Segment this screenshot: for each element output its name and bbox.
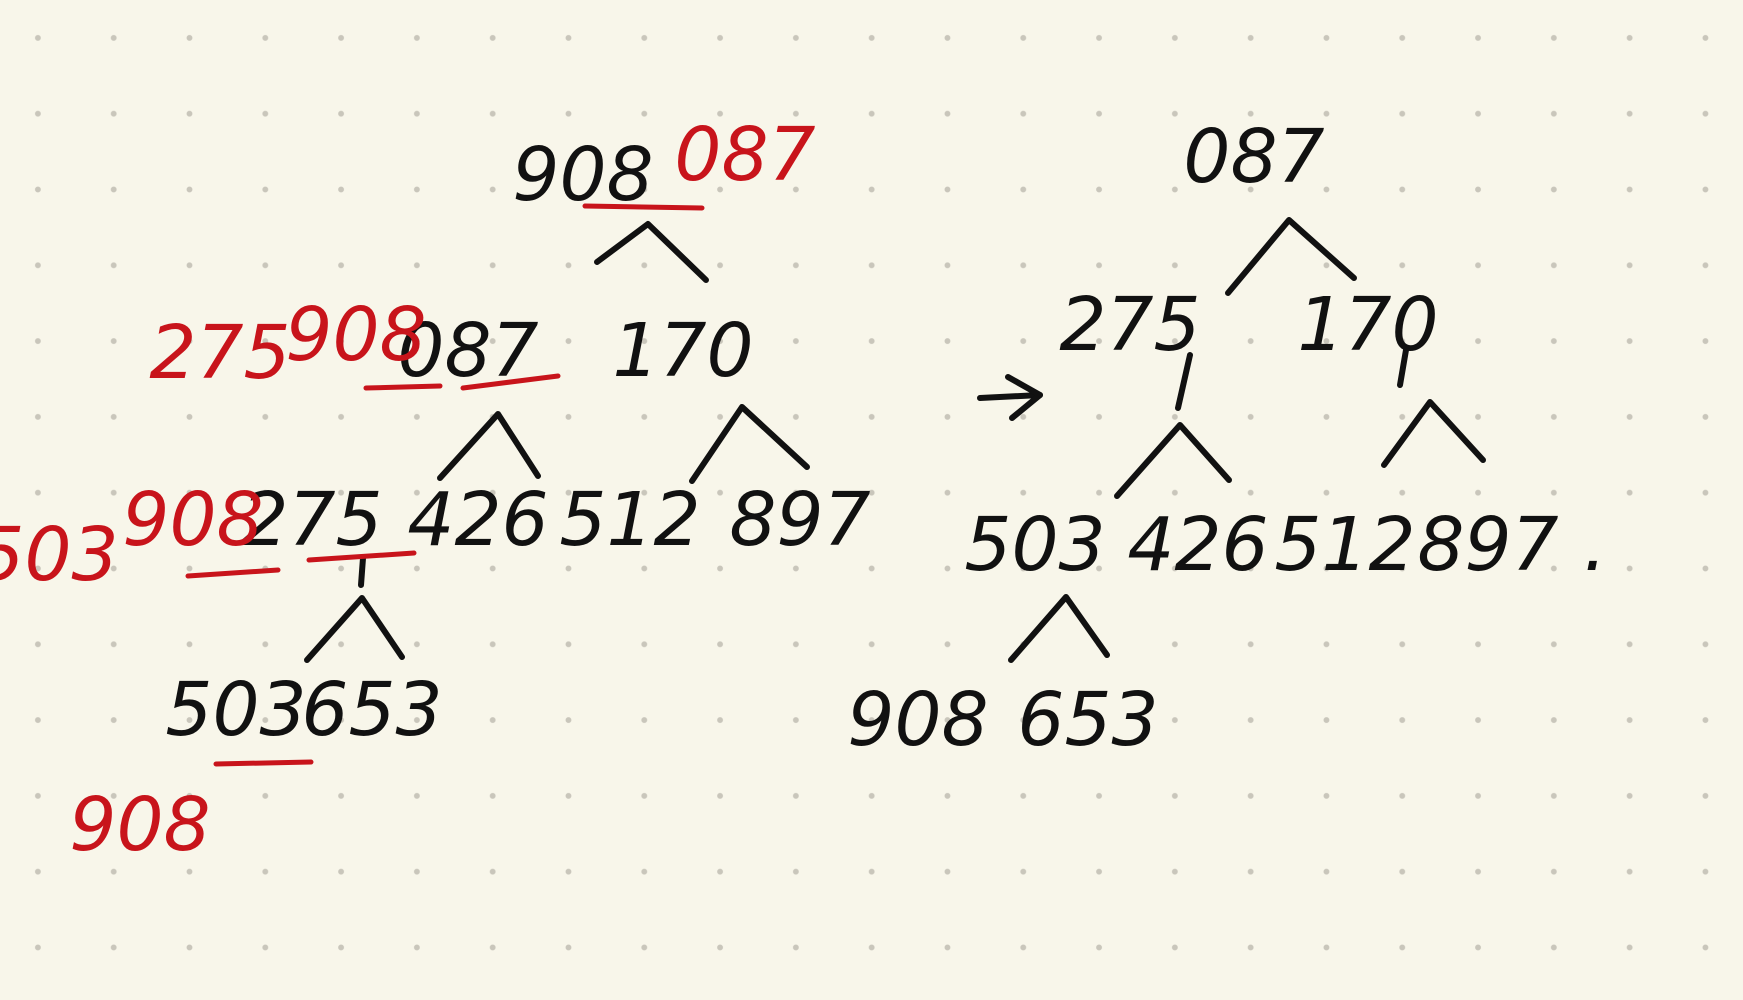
right-edge-root bbox=[1225, 217, 1357, 296]
left-node-root: 908 bbox=[512, 132, 653, 218]
left-node-897: 897 bbox=[729, 477, 870, 563]
annotation-l1-swap-275: 275 bbox=[149, 310, 290, 396]
right-node-512: 512 bbox=[1274, 502, 1415, 588]
left-tree: 908 087 170 275 426 512 897 503 653 087 … bbox=[0, 112, 871, 868]
right-node-653: 653 bbox=[1017, 677, 1158, 763]
left-node-653: 653 bbox=[301, 667, 442, 753]
left-node-503: 503 bbox=[165, 667, 306, 753]
right-node-275: 275 bbox=[1059, 282, 1200, 368]
underline-908-l2 bbox=[185, 567, 281, 579]
annotation-l2-swap-908: 908 bbox=[122, 477, 263, 563]
right-trailing-mark: . bbox=[1583, 502, 1607, 588]
left-edge-root bbox=[594, 221, 709, 283]
left-node-170: 170 bbox=[612, 308, 753, 394]
left-node-512: 512 bbox=[559, 477, 700, 563]
underline-275 bbox=[306, 550, 417, 563]
left-node-275: 275 bbox=[241, 477, 382, 563]
right-node-426: 426 bbox=[1127, 502, 1268, 588]
left-node-426: 426 bbox=[407, 477, 548, 563]
right-stem-170 bbox=[1397, 347, 1409, 388]
right-node-root: 087 bbox=[1183, 114, 1324, 200]
right-node-897: 897 bbox=[1417, 502, 1558, 588]
underline-087 bbox=[460, 373, 561, 391]
right-edge-275 bbox=[1114, 422, 1232, 499]
right-stem-275 bbox=[1175, 352, 1193, 411]
right-node-503: 503 bbox=[964, 502, 1105, 588]
annotation-root-swap: 087 bbox=[674, 112, 815, 198]
underline-root bbox=[582, 203, 705, 211]
underline-503 bbox=[213, 759, 314, 767]
left-edge-275 bbox=[304, 595, 405, 663]
underline-908-l1 bbox=[363, 383, 443, 391]
right-tree: 087 275 170 503 426 512 897 . 908 653 bbox=[847, 114, 1606, 763]
annotation-l3-swap-908: 908 bbox=[69, 782, 210, 868]
right-node-908: 908 bbox=[847, 677, 988, 763]
annotation-l1-swap-908: 908 bbox=[285, 292, 426, 378]
annotation-l2-swap-503: 503 bbox=[0, 512, 119, 598]
right-edge-503 bbox=[1008, 594, 1110, 663]
right-edge-170 bbox=[1381, 399, 1486, 468]
left-edge-087 bbox=[437, 411, 541, 481]
left-stem-275 bbox=[358, 555, 366, 588]
right-node-170: 170 bbox=[1297, 282, 1438, 368]
left-edge-170 bbox=[689, 404, 810, 484]
right-arrow-icon bbox=[977, 374, 1043, 421]
